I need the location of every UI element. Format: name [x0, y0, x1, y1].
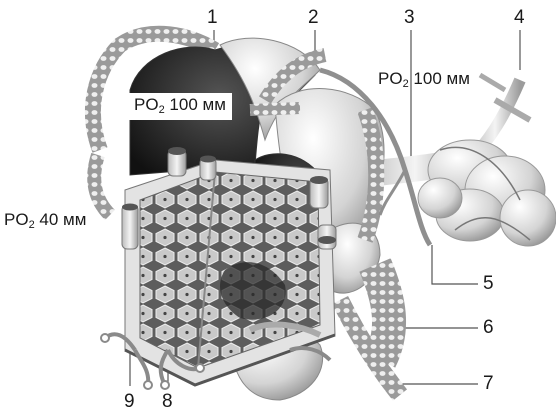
capillary-ribbon-6 — [375, 265, 389, 360]
bronchiole-branches — [360, 75, 556, 246]
callout-2: 2 — [308, 8, 319, 27]
callout-8: 8 — [162, 392, 173, 411]
po2-label-alveolus: PO2 100 мм — [128, 93, 232, 120]
callout-5: 5 — [483, 274, 494, 293]
callout-9: 9 — [124, 392, 135, 411]
callout-4: 4 — [514, 8, 525, 27]
po2-label-venous: PO2 40 мм — [4, 211, 86, 231]
callout-6: 6 — [483, 318, 494, 337]
po2-label-arterial: PO2 100 мм — [378, 70, 470, 90]
callout-1: 1 — [207, 8, 218, 27]
callout-7: 7 — [483, 374, 494, 393]
callout-3: 3 — [404, 8, 415, 27]
